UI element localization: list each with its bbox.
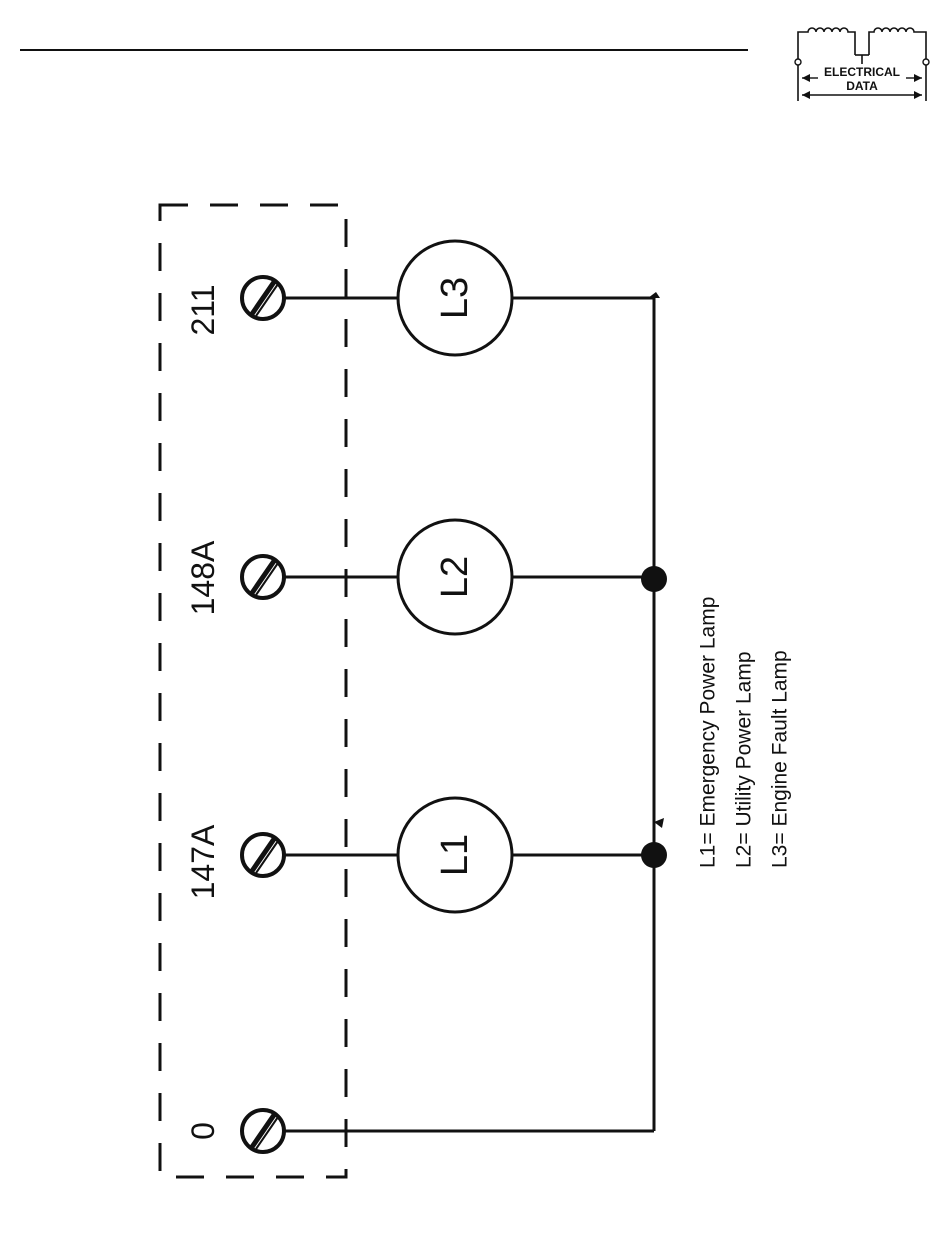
branch-l3: L3: [285, 241, 654, 355]
junction-dot-l1: [641, 842, 667, 868]
terminal-147a: [242, 834, 284, 876]
junction-dot-l2: [641, 566, 667, 592]
legend-l3: L3= Engine Fault Lamp: [769, 650, 792, 868]
terminal-block-enclosure: [160, 205, 346, 1177]
terminal-0: [242, 1110, 284, 1152]
terminal-148a: [242, 556, 284, 598]
badge-line-2: DATA: [846, 79, 878, 93]
lamp-l3-label: L3: [434, 277, 476, 319]
terminal-label-148a: 148A: [185, 540, 221, 615]
coil-right-icon: [869, 28, 926, 62]
badge-line-1: ELECTRICAL: [824, 65, 900, 79]
terminal-label-0: 0: [185, 1122, 221, 1140]
terminal-211: [242, 277, 284, 319]
legend-l2: L2= Utility Power Lamp: [733, 651, 756, 868]
terminal-label-147a: 147A: [185, 824, 221, 899]
branch-l2: L2: [285, 520, 667, 634]
legend-l1: L1= Emergency Power Lamp: [697, 597, 720, 868]
electrical-data-badge: ELECTRICAL DATA: [795, 28, 929, 101]
terminal-label-211: 211: [185, 284, 221, 335]
lamp-l2-label: L2: [434, 556, 476, 598]
coil-left-icon: [798, 28, 855, 62]
lamp-l1-label: L1: [434, 834, 476, 876]
lamp-legend: L1= Emergency Power Lamp L2= Utility Pow…: [697, 597, 792, 868]
branch-l1: L1: [285, 798, 667, 912]
